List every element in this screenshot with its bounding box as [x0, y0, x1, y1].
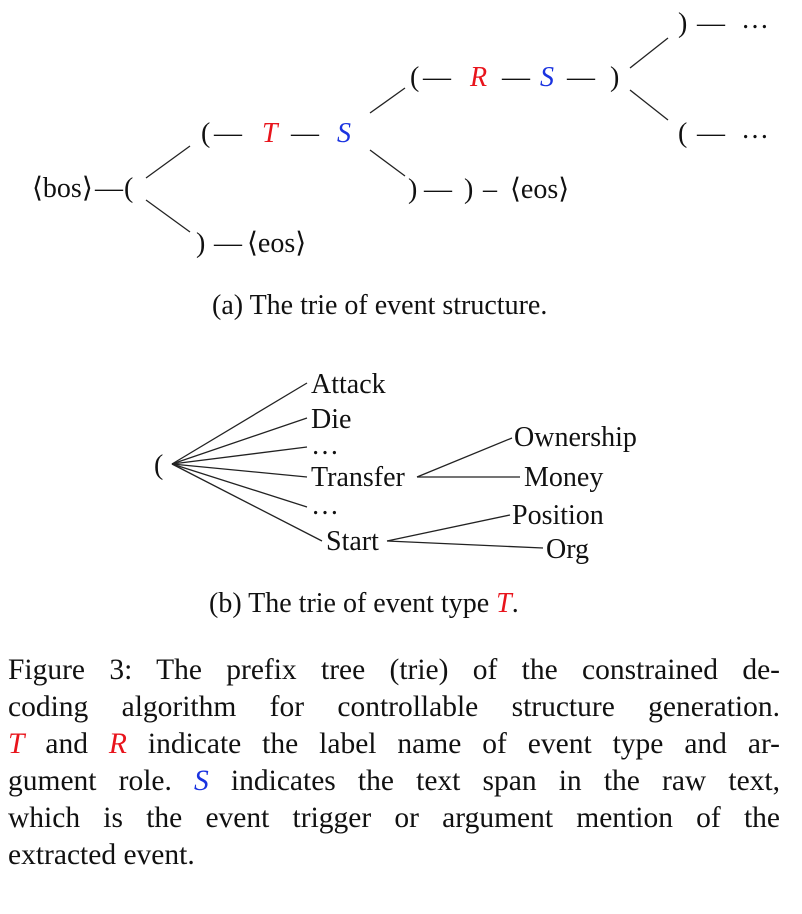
edge-close-lower: [629, 89, 669, 121]
role-symbol-R: R: [470, 62, 488, 93]
role-symbol-R: R: [108, 728, 127, 760]
type-symbol-T: T: [8, 728, 25, 760]
dash: —: [567, 62, 595, 93]
dash: —: [214, 118, 242, 149]
caption-line-6: extracted event.: [8, 839, 195, 871]
subcaption-b-period: .: [511, 588, 519, 619]
caption-line-5: which is the event trigger or argument m…: [8, 802, 780, 834]
edge-s-lower: [369, 149, 406, 177]
trie-b-root-paren: (: [154, 450, 164, 481]
figure-caption: Figure 3: The prefix tree (trie) of the …: [8, 652, 780, 874]
dash: —: [214, 228, 242, 259]
span-symbol-S: S: [540, 62, 554, 93]
eos-token: ⟨eos⟩: [247, 228, 307, 259]
close-paren: ): [678, 8, 688, 39]
event-type-start: Start: [326, 526, 379, 557]
dash: —: [423, 62, 451, 93]
dash: —: [502, 62, 530, 93]
subcaption-b: (b) The trie of event type T.: [209, 590, 519, 618]
caption-line-3-and: and: [24, 728, 109, 760]
dash: —: [697, 118, 725, 149]
edge-b-position: [386, 514, 511, 542]
subtype-ownership: Ownership: [514, 422, 637, 453]
edge-b-transfer: [171, 463, 308, 478]
bos-token: ⟨bos⟩: [32, 173, 93, 204]
type-symbol-T: T: [496, 588, 512, 619]
ellipsis: …: [741, 4, 769, 35]
span-symbol-S: S: [194, 765, 209, 797]
type-symbol-T: T: [262, 118, 278, 149]
edge-b-start: [171, 463, 323, 542]
caption-line-4: gument role. S indicates the text span i…: [8, 765, 780, 797]
edge-s-upper: [369, 87, 406, 114]
edge-b-ellipsis2: [171, 463, 308, 508]
caption-line-4-rest: indicates the text span in the raw text,: [208, 765, 780, 797]
open-paren: (: [201, 118, 211, 149]
subcaption-a: (a) The trie of event structure.: [212, 290, 548, 321]
dash: —: [424, 174, 452, 205]
caption-line-2: coding algorithm for controllable struct…: [8, 691, 780, 723]
edge-b-org: [386, 540, 544, 549]
edge-b-ellipsis1: [171, 446, 308, 465]
caption-line-3-rest: indicate the label name of event type an…: [126, 728, 780, 760]
edge-root-lower: [145, 199, 191, 233]
small-dash: –: [483, 174, 497, 205]
caption-line-1: Figure 3: The prefix tree (trie) of the …: [8, 654, 780, 686]
caption-line-3: T and R indicate the label name of event…: [8, 726, 780, 763]
dash: —: [291, 118, 319, 149]
edge-b-ownership: [416, 437, 513, 478]
event-type-transfer: Transfer: [311, 462, 405, 493]
event-type-attack: Attack: [311, 369, 386, 400]
root-open-paren: (: [124, 173, 134, 204]
subtype-org: Org: [546, 534, 590, 565]
open-paren: (: [678, 118, 688, 149]
edge-root-upper: [145, 145, 191, 179]
edge-close-upper: [629, 37, 669, 69]
subtype-money: Money: [524, 462, 604, 493]
dash: —: [95, 173, 123, 204]
event-type-ellipsis: …: [311, 430, 339, 461]
event-type-die: Die: [311, 404, 352, 435]
eos-token: ⟨eos⟩: [510, 174, 570, 205]
open-paren: (: [410, 62, 420, 93]
close-paren: ): [408, 174, 418, 205]
span-symbol-S: S: [337, 118, 351, 149]
edge-b-die: [171, 417, 308, 465]
close-paren: ): [610, 62, 620, 93]
edge-b-attack: [171, 382, 308, 465]
ellipsis: …: [741, 114, 769, 145]
subcaption-b-text: (b) The trie of event type: [209, 588, 490, 619]
event-type-ellipsis: …: [311, 490, 339, 521]
subtype-position: Position: [512, 500, 604, 531]
close-paren: ): [196, 228, 206, 259]
close-paren: ): [464, 174, 474, 205]
dash: —: [697, 8, 725, 39]
